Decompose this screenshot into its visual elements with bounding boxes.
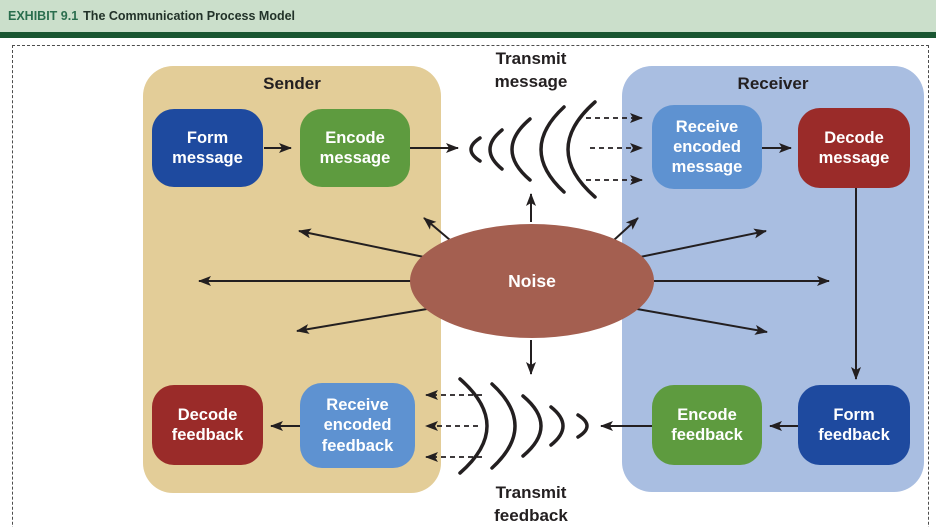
decode-message-box: Decode message — [798, 108, 910, 188]
exhibit-label: EXHIBIT 9.1 — [8, 9, 79, 23]
encode-feedback-box: Encode feedback — [652, 385, 762, 465]
transmit-message-label: Transmit message — [494, 49, 568, 91]
transmit-feedback-label: Transmit feedback — [494, 483, 568, 525]
encode-message-box: Encode message — [300, 109, 410, 187]
noise-ellipse: Noise — [410, 224, 654, 338]
receive-encoded-message-box: Receive encoded message — [652, 105, 762, 189]
figure-title: The Communication Process Model — [83, 9, 296, 23]
noise-label: Noise — [508, 270, 556, 291]
decode-feedback-box: Decode feedback — [152, 385, 263, 465]
form-feedback-box: Form feedback — [798, 385, 910, 465]
sender-label: Sender — [263, 74, 321, 93]
header-rule — [0, 32, 936, 38]
exhibit-header: EXHIBIT 9.1 The Communication Process Mo… — [0, 0, 936, 32]
receiver-label: Receiver — [737, 74, 809, 93]
form-message-box: Form message — [152, 109, 263, 187]
diagram-border — [12, 45, 929, 527]
receive-encoded-feedback-box: Receive encoded feedback — [300, 383, 415, 468]
